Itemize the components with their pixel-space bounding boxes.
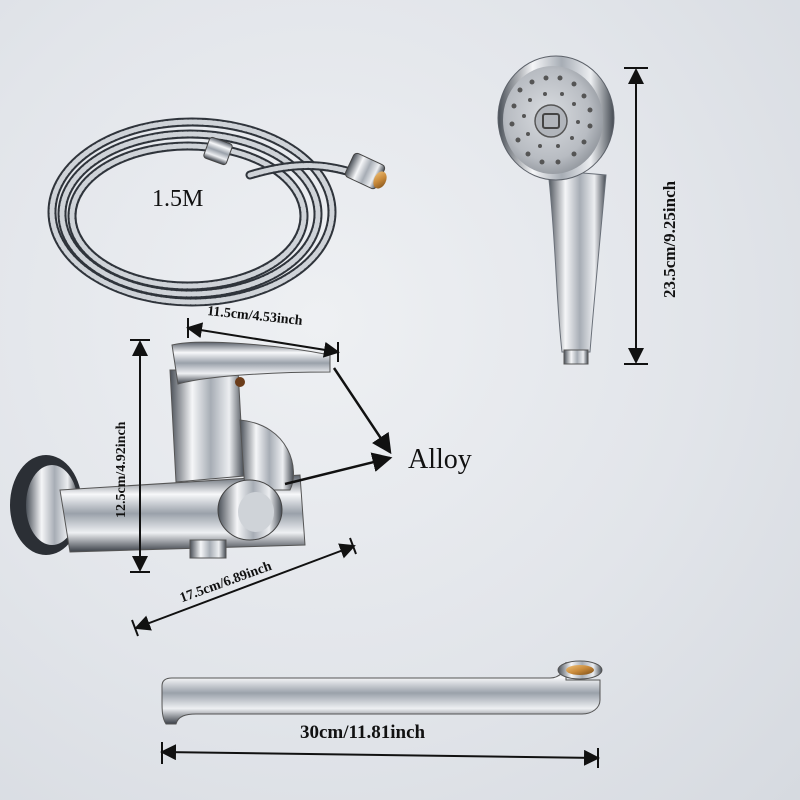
hose-length-label: 1.5M: [152, 186, 204, 212]
hose-nut-right: [344, 152, 387, 190]
shower-height-label: 23.5cm/9.25inch: [660, 180, 679, 298]
hose-nut-left: [203, 136, 233, 166]
material-arrows: [284, 367, 393, 486]
spray-nozzles: [509, 75, 593, 165]
spray-selector: [534, 104, 568, 138]
hand-shower: [497, 55, 615, 365]
material-label: Alloy: [408, 444, 472, 475]
shower-hose: [47, 117, 365, 307]
mixer-valve: [10, 341, 331, 559]
body-height-label: 12.5cm/4.92inch: [114, 421, 129, 518]
bath-spout: [161, 660, 603, 725]
spout-length-label: 30cm/11.81inch: [300, 722, 426, 743]
dimension-lines: [130, 67, 648, 768]
